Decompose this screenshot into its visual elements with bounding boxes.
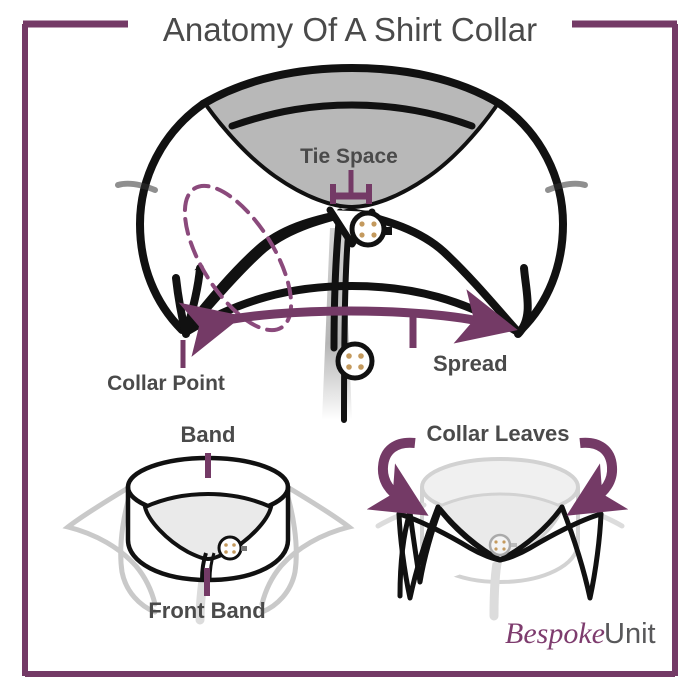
collar-outer-left-edge bbox=[135, 100, 207, 334]
spread-button bbox=[335, 341, 375, 381]
band-label: Band bbox=[181, 422, 236, 447]
left-shoulder-wisp bbox=[115, 180, 158, 193]
collar-leaves-diagram: Collar Leaves bbox=[366, 421, 629, 621]
leaves-right-leaf-point bbox=[559, 504, 604, 601]
leaves-left-curved-arrow bbox=[366, 437, 429, 516]
leaves-ghost-placket bbox=[489, 553, 503, 621]
collar-leaves-label: Collar Leaves bbox=[426, 421, 569, 446]
front-band-label: Front Band bbox=[148, 598, 265, 623]
logo-unit-text: Unit bbox=[604, 618, 656, 650]
band-button bbox=[217, 535, 247, 561]
band-ghost-left-leaf bbox=[62, 482, 158, 607]
right-collar-point-tip bbox=[514, 264, 532, 338]
leaves-left-leaf-point bbox=[396, 504, 441, 601]
leaves-right-leaf-bottom bbox=[497, 511, 604, 563]
logo-script-text: Bespoke bbox=[505, 617, 605, 650]
bespoke-unit-logo[interactable]: Bespoke Unit bbox=[505, 617, 656, 650]
main-collar-diagram: Tie Space Collar Point Spread bbox=[107, 64, 588, 423]
tie-space-label: Tie Space bbox=[300, 145, 398, 168]
band-ghost-right-leaf bbox=[259, 482, 355, 607]
right-collar-body bbox=[352, 104, 560, 322]
spread-annotation bbox=[178, 289, 518, 357]
tie-space-annotation bbox=[330, 170, 372, 204]
front-band-seam-2 bbox=[208, 552, 216, 581]
band-ghost-right-leaf-inner bbox=[259, 482, 299, 615]
spread-double-arrow bbox=[178, 289, 518, 357]
collar-point-label: Collar Point bbox=[107, 372, 225, 395]
leaves-left-leaf-bottom bbox=[396, 511, 503, 563]
right-shoulder-wisp bbox=[545, 180, 588, 193]
leaves-button bbox=[488, 533, 517, 557]
page-title: Anatomy Of A Shirt Collar bbox=[163, 11, 537, 48]
collar-outer-right-edge bbox=[496, 100, 568, 334]
front-band-seam bbox=[200, 552, 208, 581]
leaves-ghost-band-body bbox=[420, 486, 580, 585]
collar-button bbox=[349, 210, 392, 248]
spread-label: Spread bbox=[433, 351, 508, 376]
leaves-right-curved-arrow bbox=[566, 437, 629, 516]
inner-band-line bbox=[228, 101, 476, 130]
collar-band-diagram: Band Front Band bbox=[62, 422, 355, 625]
purple-border-frame bbox=[22, 20, 678, 677]
